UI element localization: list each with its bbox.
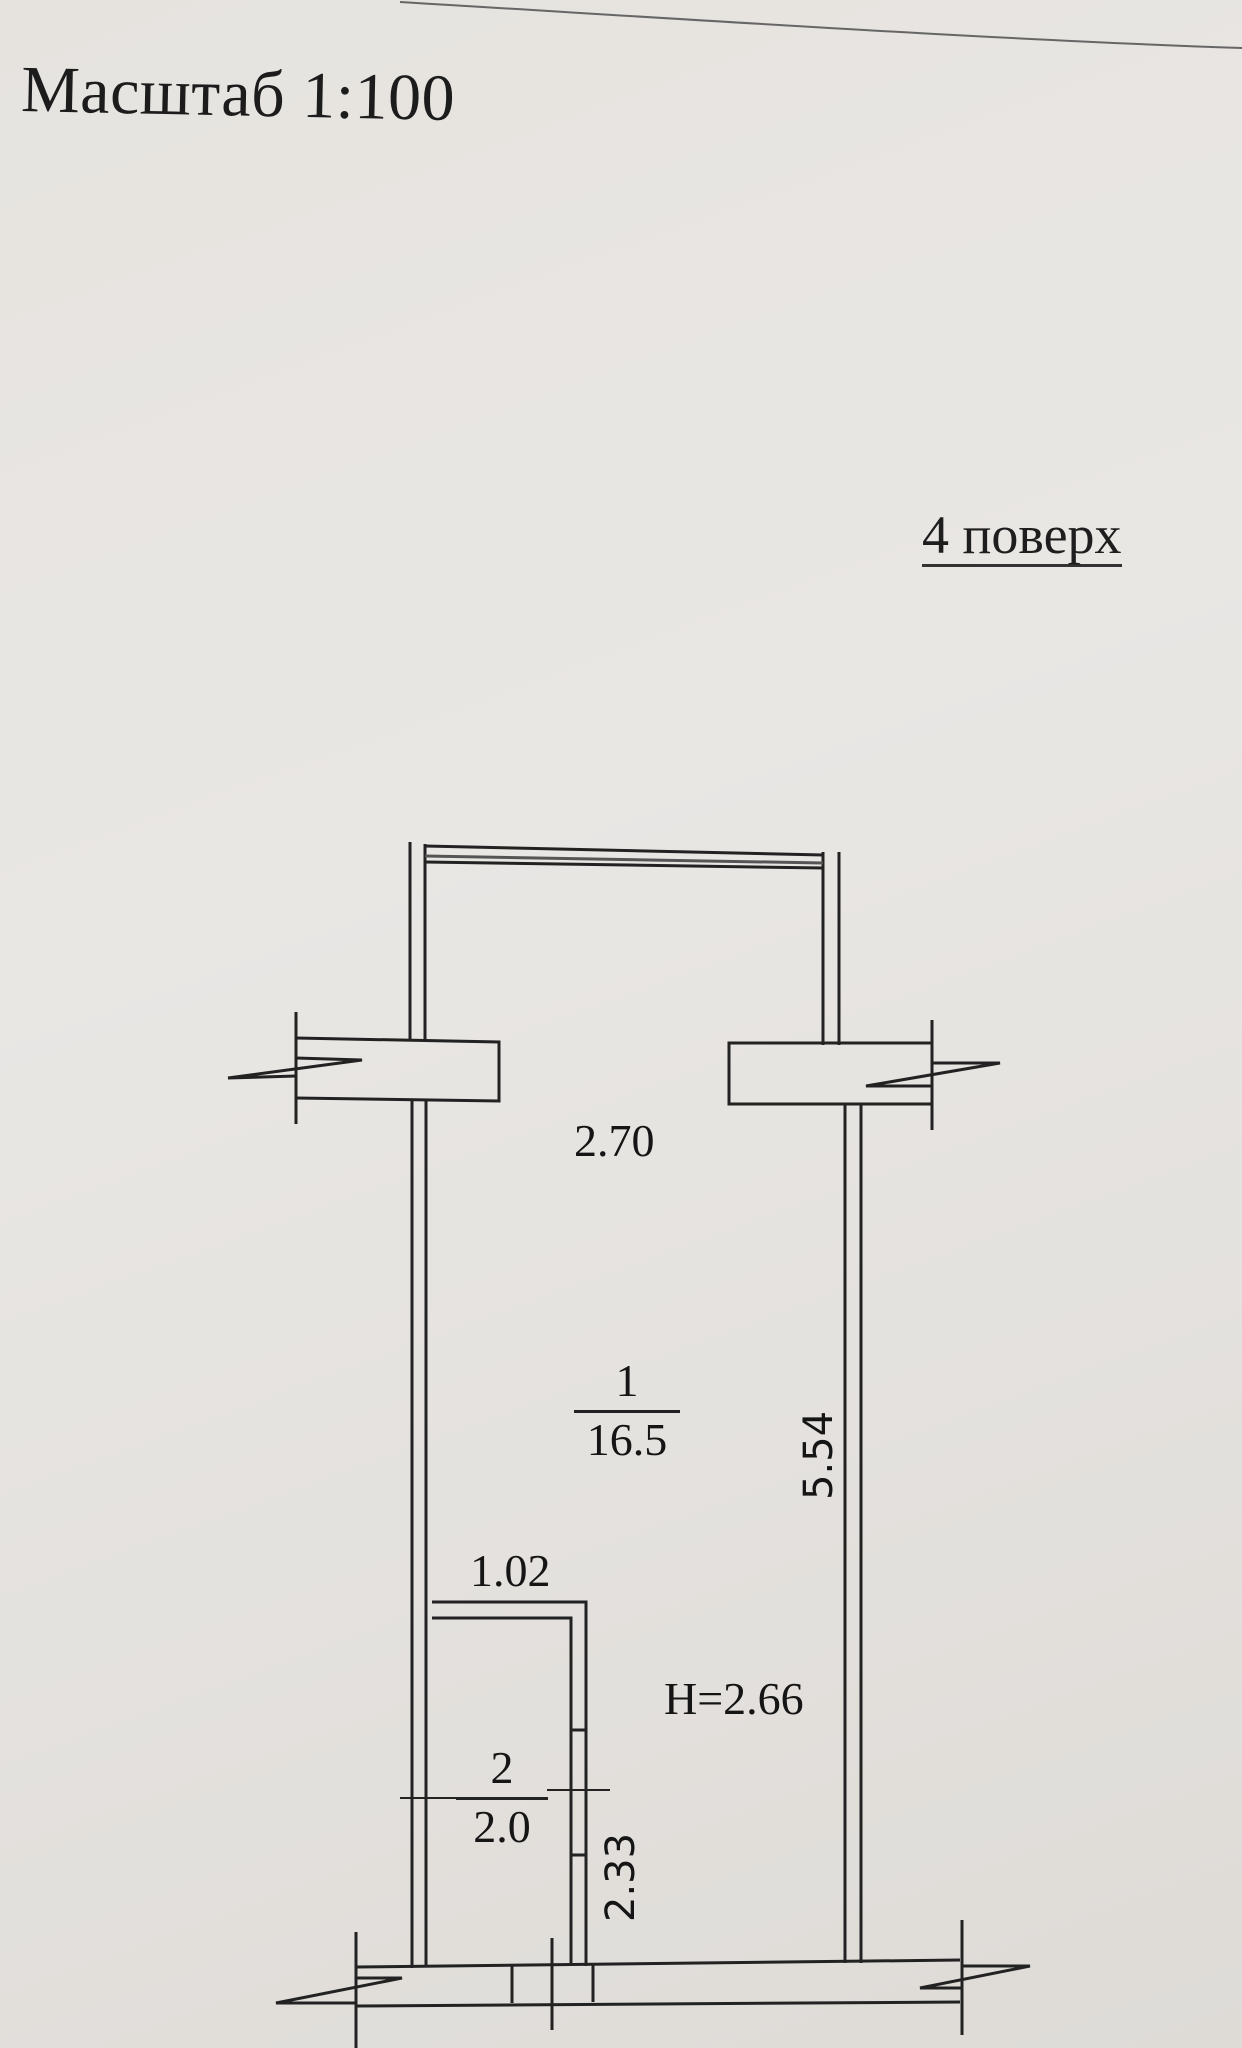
room-1-number: 1 bbox=[615, 1355, 639, 1406]
bathroom-wall-outer bbox=[432, 1600, 588, 1966]
room-1-fraction-bar bbox=[574, 1410, 680, 1413]
room-1-label: 1 16.5 bbox=[574, 1358, 680, 1463]
right-break-symbol bbox=[865, 1061, 1001, 1088]
bottom-wall-inner bbox=[355, 1958, 961, 1969]
room-2-label: 2 2.0 bbox=[456, 1745, 548, 1850]
bathroom-width-label: 1.02 bbox=[470, 1545, 551, 1596]
bathroom-length-label: 2.33 bbox=[598, 1832, 644, 1922]
bottom-wall-outer bbox=[355, 2000, 961, 2008]
room-length-label: 5.54 bbox=[796, 1410, 842, 1500]
room-2-fraction-bar bbox=[456, 1797, 548, 1800]
page-edge-line bbox=[399, 1, 1242, 49]
ceiling-height-label: H=2.66 bbox=[664, 1673, 804, 1724]
balcony-rail-top bbox=[424, 844, 824, 857]
bottom-left-break-symbol bbox=[275, 1976, 403, 2005]
bathroom-wall-inner bbox=[432, 1616, 573, 1965]
left-break-symbol bbox=[227, 1056, 363, 1080]
right-wall-slab bbox=[727, 1041, 932, 1106]
room-1-area: 16.5 bbox=[586, 1414, 668, 1465]
bottom-right-break-symbol bbox=[919, 1964, 1031, 1990]
balcony-rail-mid bbox=[424, 854, 824, 865]
balcony-width-label: 2.70 bbox=[574, 1115, 655, 1166]
balcony-rail-bottom bbox=[424, 860, 824, 870]
floor-label: 4 поверх bbox=[922, 505, 1122, 567]
room-2-area: 2.0 bbox=[473, 1801, 531, 1852]
room-2-number: 2 bbox=[490, 1742, 514, 1793]
left-wall-slab bbox=[295, 1036, 501, 1103]
